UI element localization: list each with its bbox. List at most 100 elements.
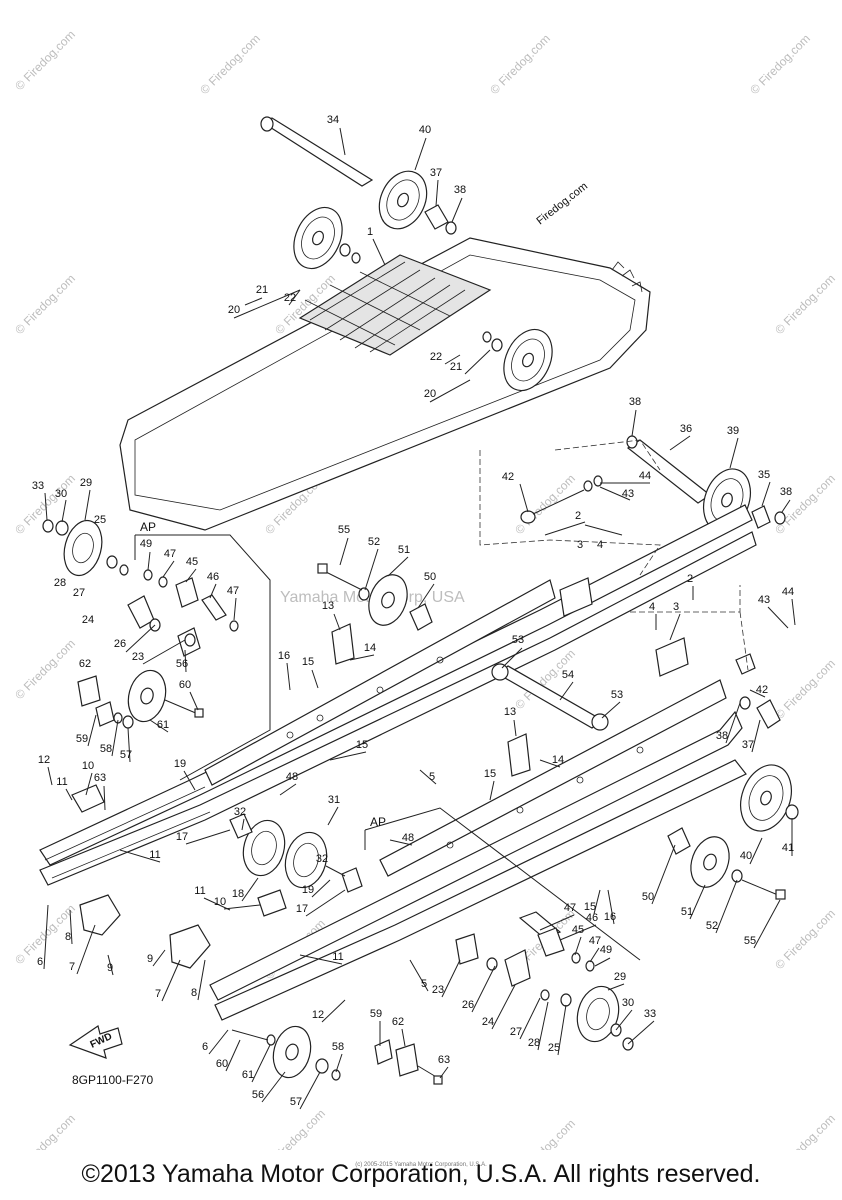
leader-line	[299, 1071, 321, 1110]
callout-4: 4	[597, 539, 603, 551]
leader-line	[435, 179, 439, 207]
callout-16: 16	[278, 650, 290, 662]
callout-21: 21	[450, 361, 462, 373]
callout-19: 19	[302, 884, 314, 896]
leader-line	[364, 548, 379, 591]
leader-line	[225, 1039, 241, 1072]
leader-line	[241, 877, 259, 902]
callout-57: 57	[290, 1096, 302, 1108]
leader-line	[491, 984, 516, 1030]
leader-line	[669, 435, 691, 451]
leader-line	[387, 556, 409, 577]
callout-10: 10	[214, 896, 226, 908]
callout-46: 46	[207, 571, 219, 583]
washer-38-top	[445, 221, 457, 235]
leader-line	[185, 568, 197, 583]
leader-line	[87, 714, 97, 747]
callout-45: 45	[186, 556, 198, 568]
leader-line	[65, 788, 73, 801]
leader-line	[84, 489, 91, 521]
callout-36: 36	[680, 423, 692, 435]
leader-line	[44, 492, 48, 521]
block-62-upper	[77, 675, 115, 727]
callout-42: 42	[502, 471, 514, 483]
callout-47: 47	[589, 935, 601, 947]
callout-7: 7	[69, 961, 75, 973]
watermark-firedog: © Firedog.com	[772, 656, 838, 722]
callout-6: 6	[37, 956, 43, 968]
callout-29: 29	[614, 971, 626, 983]
callout-5: 5	[429, 771, 435, 783]
leader-line	[335, 1053, 343, 1073]
leader-line	[501, 647, 523, 669]
leader-line	[559, 681, 574, 701]
callout-3: 3	[673, 601, 679, 613]
stopper-7-lower	[169, 924, 211, 969]
callout-32: 32	[316, 853, 328, 865]
bushing-37-top	[424, 204, 449, 230]
leader-line	[197, 959, 206, 1001]
bushing-50-upper	[409, 603, 433, 631]
callout-33: 33	[644, 1008, 656, 1020]
callout-32: 32	[234, 806, 246, 818]
watermark-firedog: © Firedog.com	[12, 27, 78, 93]
leader-line	[209, 583, 217, 599]
leader-line	[311, 879, 331, 898]
callout-24: 24	[82, 614, 94, 626]
callout-30: 30	[622, 997, 634, 1009]
callout-4: 4	[649, 601, 655, 613]
leader-line	[607, 889, 615, 925]
leader-line	[513, 719, 517, 737]
bracket-13-lower	[507, 733, 531, 777]
leader-line	[464, 349, 491, 375]
watermark-firedog: © Firedog.com	[512, 1116, 578, 1150]
diagram-code: 8GP1100-F270	[72, 1073, 153, 1087]
callout-38: 38	[454, 184, 466, 196]
leader-line	[631, 409, 637, 437]
leader-line	[286, 662, 291, 691]
callout-55: 55	[744, 935, 756, 947]
callout-15: 15	[484, 768, 496, 780]
wheel-assembly-20-right	[482, 328, 553, 392]
ap-box-left	[134, 534, 271, 781]
watermark-firedog: © Firedog.com	[197, 31, 263, 97]
leader-line	[689, 884, 706, 920]
leader-line	[103, 785, 106, 811]
leader-line	[107, 954, 114, 976]
callout-27: 27	[73, 587, 85, 599]
ap-label-left: AP	[140, 520, 156, 534]
leader-line	[519, 483, 529, 513]
callout-49: 49	[140, 538, 152, 550]
wheel-51-lower	[690, 836, 786, 900]
leader-line	[61, 499, 67, 523]
callout-12: 12	[38, 754, 50, 766]
stopper-7-left	[79, 894, 121, 936]
leader-line	[414, 137, 427, 171]
leader-line	[223, 904, 261, 910]
leader-line	[615, 1009, 633, 1031]
leader-line	[125, 624, 156, 653]
leader-line	[127, 727, 131, 763]
callout-14: 14	[552, 754, 564, 766]
ap-box-right	[364, 807, 641, 961]
fwd-arrow-icon: FWD	[68, 1025, 123, 1059]
callout-43: 43	[622, 488, 634, 500]
leader-line	[189, 691, 199, 711]
callout-25: 25	[548, 1042, 560, 1054]
callout-12: 12	[312, 1009, 324, 1021]
leader-line	[152, 949, 166, 967]
leader-line	[311, 669, 319, 689]
bracket-assembly-2-lower	[630, 585, 749, 677]
leader-line	[389, 839, 413, 846]
callout-18: 18	[232, 888, 244, 900]
ap-parts-left	[127, 569, 239, 657]
cross-shaft-54	[491, 663, 609, 731]
leader-line	[333, 613, 341, 631]
leader-line	[76, 924, 96, 975]
leader-line	[725, 702, 741, 744]
callout-13: 13	[504, 706, 516, 718]
callout-62: 62	[79, 658, 91, 670]
leader-line	[85, 772, 93, 796]
leader-line	[419, 769, 437, 785]
